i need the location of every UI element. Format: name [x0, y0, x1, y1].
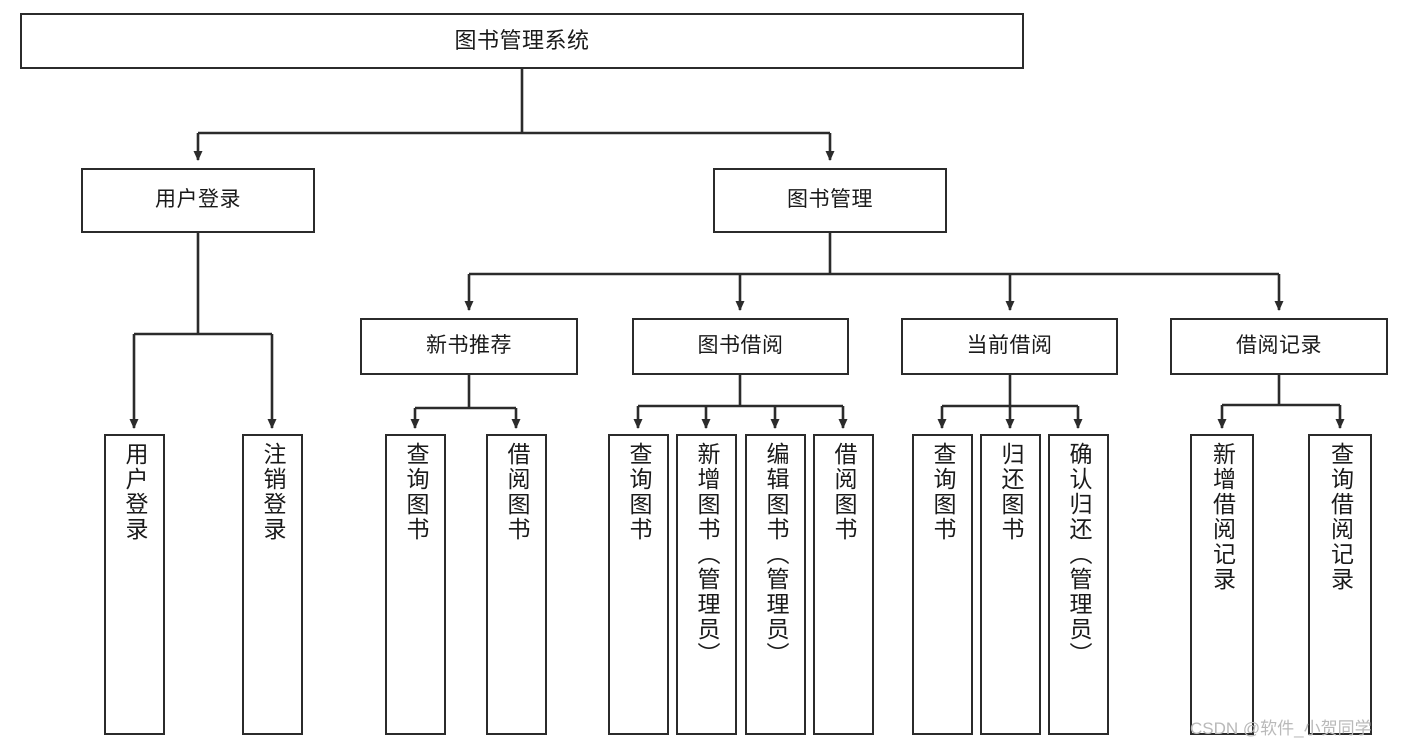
leaf-current-query-book[interactable]: 查询图书 — [912, 434, 973, 735]
node-book-management-label: 图书管理 — [787, 188, 873, 212]
node-new-book-recommend[interactable]: 新书推荐 — [360, 318, 578, 375]
leaf-current-confirm-return[interactable]: 确认归还（管理员） — [1048, 434, 1109, 735]
node-root-system[interactable]: 图书管理系统 — [20, 13, 1024, 69]
leaf-borrow-query-book[interactable]: 查询图书 — [608, 434, 669, 735]
leaf-borrow-query-book-label: 查询图书 — [626, 442, 652, 542]
node-borrow-records[interactable]: 借阅记录 — [1170, 318, 1388, 375]
node-current-borrow-label: 当前借阅 — [966, 334, 1053, 358]
leaf-borrow-borrow-book[interactable]: 借阅图书 — [813, 434, 874, 735]
leaf-new-book-borrow[interactable]: 借阅图书 — [486, 434, 547, 735]
leaf-current-query-book-label: 查询图书 — [930, 442, 956, 542]
node-root-system-label: 图书管理系统 — [454, 28, 590, 54]
leaf-user-login-login[interactable]: 用户登录 — [104, 434, 165, 735]
leaf-new-book-borrow-label: 借阅图书 — [504, 442, 530, 542]
node-user-login-label: 用户登录 — [155, 188, 241, 212]
leaf-records-query-record-label: 查询借阅记录 — [1327, 442, 1354, 592]
leaf-current-return-book[interactable]: 归还图书 — [980, 434, 1041, 735]
leaf-borrow-edit-book[interactable]: 编辑图书（管理员） — [745, 434, 806, 735]
leaf-user-login-login-label: 用户登录 — [122, 442, 148, 542]
node-user-login[interactable]: 用户登录 — [81, 168, 315, 233]
leaf-records-query-record[interactable]: 查询借阅记录 — [1308, 434, 1372, 735]
leaf-current-return-book-label: 归还图书 — [998, 442, 1024, 542]
leaf-user-login-logout-label: 注销登录 — [260, 442, 286, 542]
leaf-borrow-borrow-book-label: 借阅图书 — [831, 442, 857, 542]
node-book-borrow[interactable]: 图书借阅 — [632, 318, 849, 375]
leaf-borrow-edit-book-label: 编辑图书（管理员） — [763, 442, 789, 667]
node-borrow-records-label: 借阅记录 — [1236, 334, 1322, 358]
csdn-watermark: CSDN @软件_小贺同学 — [1190, 719, 1372, 738]
node-book-borrow-label: 图书借阅 — [697, 334, 784, 358]
leaf-new-book-query[interactable]: 查询图书 — [385, 434, 446, 735]
node-new-book-recommend-label: 新书推荐 — [426, 334, 512, 358]
leaf-borrow-add-book[interactable]: 新增图书（管理员） — [676, 434, 737, 735]
leaf-new-book-query-label: 查询图书 — [403, 442, 429, 542]
leaf-user-login-logout[interactable]: 注销登录 — [242, 434, 303, 735]
leaf-borrow-add-book-label: 新增图书（管理员） — [694, 442, 720, 667]
leaf-current-confirm-return-label: 确认归还（管理员） — [1066, 442, 1092, 667]
node-book-management[interactable]: 图书管理 — [713, 168, 947, 233]
node-current-borrow[interactable]: 当前借阅 — [901, 318, 1118, 375]
leaf-records-add-record[interactable]: 新增借阅记录 — [1190, 434, 1254, 735]
leaf-records-add-record-label: 新增借阅记录 — [1209, 442, 1236, 592]
